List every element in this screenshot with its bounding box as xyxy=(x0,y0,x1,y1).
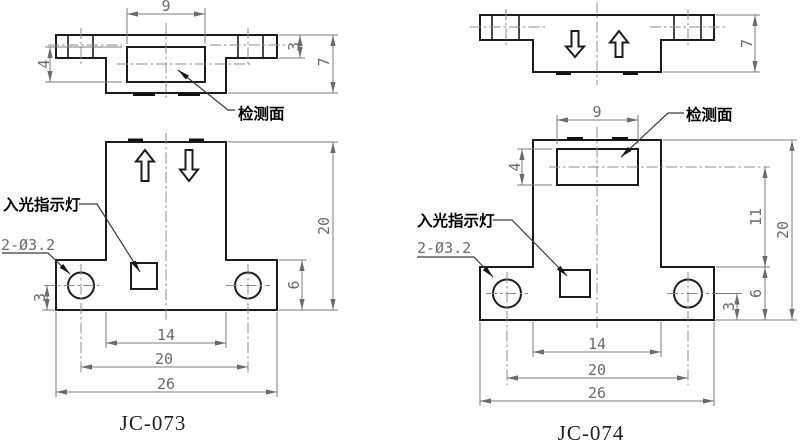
jc073-top-outline xyxy=(55,34,278,94)
jc074-dim-overall-width: 26 xyxy=(588,384,606,402)
jc073-model-label: JC-073 xyxy=(120,411,187,435)
jc073-dim-tab-height: 3 xyxy=(285,42,303,51)
jc074-front-view xyxy=(479,127,770,385)
jc074-indicator-window xyxy=(559,269,591,298)
jc073-front-centerlines xyxy=(44,133,270,374)
jc073-dim-window-height: 4 xyxy=(35,59,53,68)
jc073-extension-lines xyxy=(42,8,338,397)
jc074-drawing: 7 9 4 11 20 6 3 14 20 26 检测面 入光指示灯 2-Ø3.… xyxy=(417,2,797,442)
jc074-front-outline xyxy=(479,139,715,321)
jc074-holes-leader xyxy=(417,256,494,278)
jc073-dim-overall-height: 20 xyxy=(315,217,333,235)
jc074-callouts: 检测面 入光指示灯 2-Ø3.2 xyxy=(417,105,733,278)
jc074-indicator-leader xyxy=(493,219,568,277)
jc074-dim-slot-width: 14 xyxy=(588,335,606,353)
jc073-front-outline xyxy=(55,141,278,311)
jc073-dim-hole-to-bottom: 3 xyxy=(31,293,49,302)
jc073-detection-face-leader xyxy=(177,69,235,111)
jc073-dim-slot-width: 14 xyxy=(157,326,175,344)
jc073-dimensions: 9 4 3 7 3 6 20 14 20 26 xyxy=(31,0,338,397)
jc073-dim-ear-height: 6 xyxy=(285,280,303,289)
jc074-front-centerlines xyxy=(486,127,770,385)
jc074-dim-ear-height: 6 xyxy=(747,289,765,298)
jc074-dim-window-to-ear: 11 xyxy=(747,208,765,226)
jc073-holes-label: 2-Ø3.2 xyxy=(1,236,55,254)
jc073-callouts: 检测面 入光指示灯 2-Ø3.2 xyxy=(1,69,285,275)
jc073-indicator-window xyxy=(130,262,158,290)
jc073-detection-face-label: 检测面 xyxy=(238,104,285,123)
jc074-dim-window-width: 9 xyxy=(592,103,601,121)
jc074-dim-window-height: 4 xyxy=(506,162,524,171)
jc074-extension-lines xyxy=(479,14,797,406)
jc074-dim-body-depth: 7 xyxy=(738,39,756,48)
jc074-top-outline xyxy=(479,14,715,73)
jc073-indicator-label: 入光指示灯 xyxy=(3,195,81,214)
jc073-front-view xyxy=(44,133,278,374)
jc074-dim-overall-height: 20 xyxy=(774,221,792,239)
jc074-top-up-arrow-icon xyxy=(607,29,631,58)
jc073-top-view xyxy=(48,23,285,101)
jc073-drawing: 9 4 3 7 3 6 20 14 20 26 检测面 入光指示灯 2-Ø3.2… xyxy=(1,0,338,435)
jc074-detection-face-leader xyxy=(620,112,684,158)
jc074-holes-label: 2-Ø3.2 xyxy=(417,239,471,257)
jc073-up-arrow-icon xyxy=(133,148,157,182)
jc074-detection-face-label: 检测面 xyxy=(686,105,733,124)
jc073-holes-leader xyxy=(2,252,71,275)
jc074-dim-hole-to-bottom: 3 xyxy=(720,302,738,311)
jc074-model-label: JC-074 xyxy=(558,421,625,442)
jc073-indicator-leader xyxy=(79,203,141,273)
jc073-dim-hole-spacing: 20 xyxy=(155,350,173,368)
jc074-dimensions: 7 9 4 11 20 6 3 14 20 26 xyxy=(479,14,797,406)
jc073-dim-overall-width: 26 xyxy=(157,375,175,393)
jc074-indicator-label: 入光指示灯 xyxy=(417,211,495,230)
jc074-dim-hole-spacing: 20 xyxy=(588,361,606,379)
jc073-dim-window-width: 9 xyxy=(161,0,170,15)
jc073-top-centerlines xyxy=(48,23,285,101)
jc074-top-view xyxy=(470,2,725,85)
jc074-top-down-arrow-icon xyxy=(563,30,587,59)
jc074-top-centerlines xyxy=(470,2,725,85)
jc073-dim-body-depth: 7 xyxy=(315,57,333,66)
jc073-down-arrow-icon xyxy=(177,149,201,183)
